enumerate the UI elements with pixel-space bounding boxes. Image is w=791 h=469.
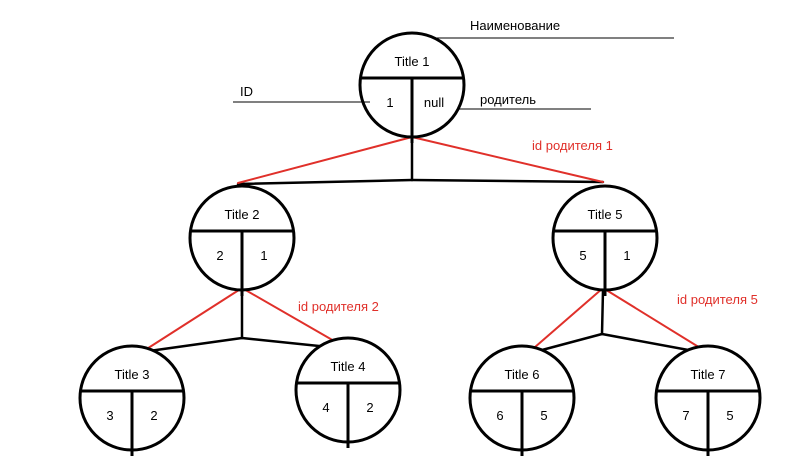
node-title: Title 7 [691, 367, 726, 382]
parent-link [241, 287, 349, 350]
tree-node: Title 1 1 null [358, 31, 466, 143]
edge-branch [410, 178, 605, 184]
node-parent-id: 2 [150, 408, 157, 423]
node-parent-id: null [424, 95, 444, 110]
node-title: Title 1 [395, 54, 430, 69]
node-parent-id: 1 [623, 248, 630, 263]
parent-label: родитель [480, 92, 536, 107]
tree-node: Title 4 4 2 [294, 336, 402, 448]
annotations: Наименование ID родитель id родителя 1 i… [233, 18, 758, 314]
parent-id-5-label: id родителя 5 [677, 292, 758, 307]
tree-node: Title 3 3 2 [78, 344, 186, 456]
edge-stem [600, 288, 605, 336]
parent-link [237, 136, 413, 184]
edge-branch [140, 336, 244, 354]
tree-node: Title 6 6 5 [468, 344, 576, 456]
node-parent-id: 5 [540, 408, 547, 423]
node-id: 3 [106, 408, 113, 423]
node-id: 2 [216, 248, 223, 263]
node-title: Title 3 [115, 367, 150, 382]
edge-branch [236, 178, 414, 186]
node-parent-id: 2 [366, 400, 373, 415]
node-title: Title 2 [225, 207, 260, 222]
tree-node: Title 7 7 5 [654, 344, 762, 456]
node-title: Title 4 [331, 359, 366, 374]
tree-edges [140, 135, 712, 356]
name-label: Наименование [470, 18, 560, 33]
parent-id-1-label: id родителя 1 [532, 138, 613, 153]
parent-link [526, 287, 604, 355]
node-parent-id: 5 [726, 408, 733, 423]
node-id: 7 [682, 408, 689, 423]
tree-node: Title 5 5 1 [551, 184, 659, 296]
node-id: 1 [386, 95, 393, 110]
node-title: Title 6 [505, 367, 540, 382]
node-title: Title 5 [588, 207, 623, 222]
parent-link [602, 287, 711, 355]
id-label: ID [240, 84, 253, 99]
node-id: 4 [322, 400, 329, 415]
parent-link [141, 287, 243, 353]
tree-node: Title 2 2 1 [188, 184, 296, 296]
node-id: 6 [496, 408, 503, 423]
node-parent-id: 1 [260, 248, 267, 263]
node-id: 5 [579, 248, 586, 263]
parent-id-2-label: id родителя 2 [298, 299, 379, 314]
parent-link [411, 136, 604, 183]
